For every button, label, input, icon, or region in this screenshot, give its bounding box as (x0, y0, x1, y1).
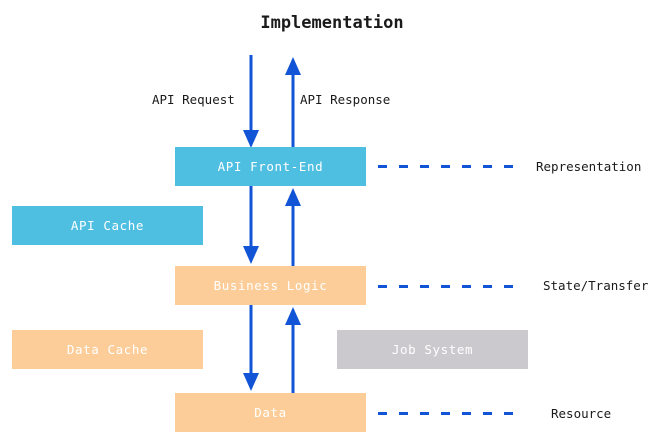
arrow-api-response-up (285, 57, 301, 150)
box-job-system-label: Job System (391, 342, 474, 357)
box-data[interactable]: Data (175, 393, 366, 432)
box-business-logic[interactable]: Business Logic (175, 266, 366, 305)
arrow-logic-to-frontend-up (285, 188, 301, 266)
box-api-front-end-label: API Front-End (217, 159, 324, 174)
box-data-label: Data (254, 405, 287, 420)
box-job-system[interactable]: Job System (337, 330, 528, 369)
arrow-api-request-down (243, 55, 259, 148)
arrow-frontend-to-logic-down (243, 186, 259, 264)
label-representation: Representation (536, 159, 642, 174)
label-resource: Resource (551, 406, 612, 421)
label-state-transfer: State/Transfer (543, 278, 649, 293)
dashed-connector-representation (378, 165, 523, 168)
arrow-logic-to-data-down (243, 305, 259, 391)
box-data-cache[interactable]: Data Cache (12, 330, 203, 369)
box-data-cache-label: Data Cache (66, 342, 149, 357)
dashed-connector-state-transfer (378, 285, 523, 288)
box-business-logic-label: Business Logic (213, 278, 328, 293)
dashed-connector-resource (378, 412, 523, 415)
page-title: Implementation (260, 13, 404, 33)
box-api-cache[interactable]: API Cache (12, 206, 203, 245)
box-api-front-end[interactable]: API Front-End (175, 147, 366, 186)
box-api-cache-label: API Cache (70, 218, 145, 233)
label-api-response: API Response (300, 92, 391, 107)
label-api-request: API Request (152, 92, 235, 107)
arrow-data-to-logic-up (285, 307, 301, 393)
